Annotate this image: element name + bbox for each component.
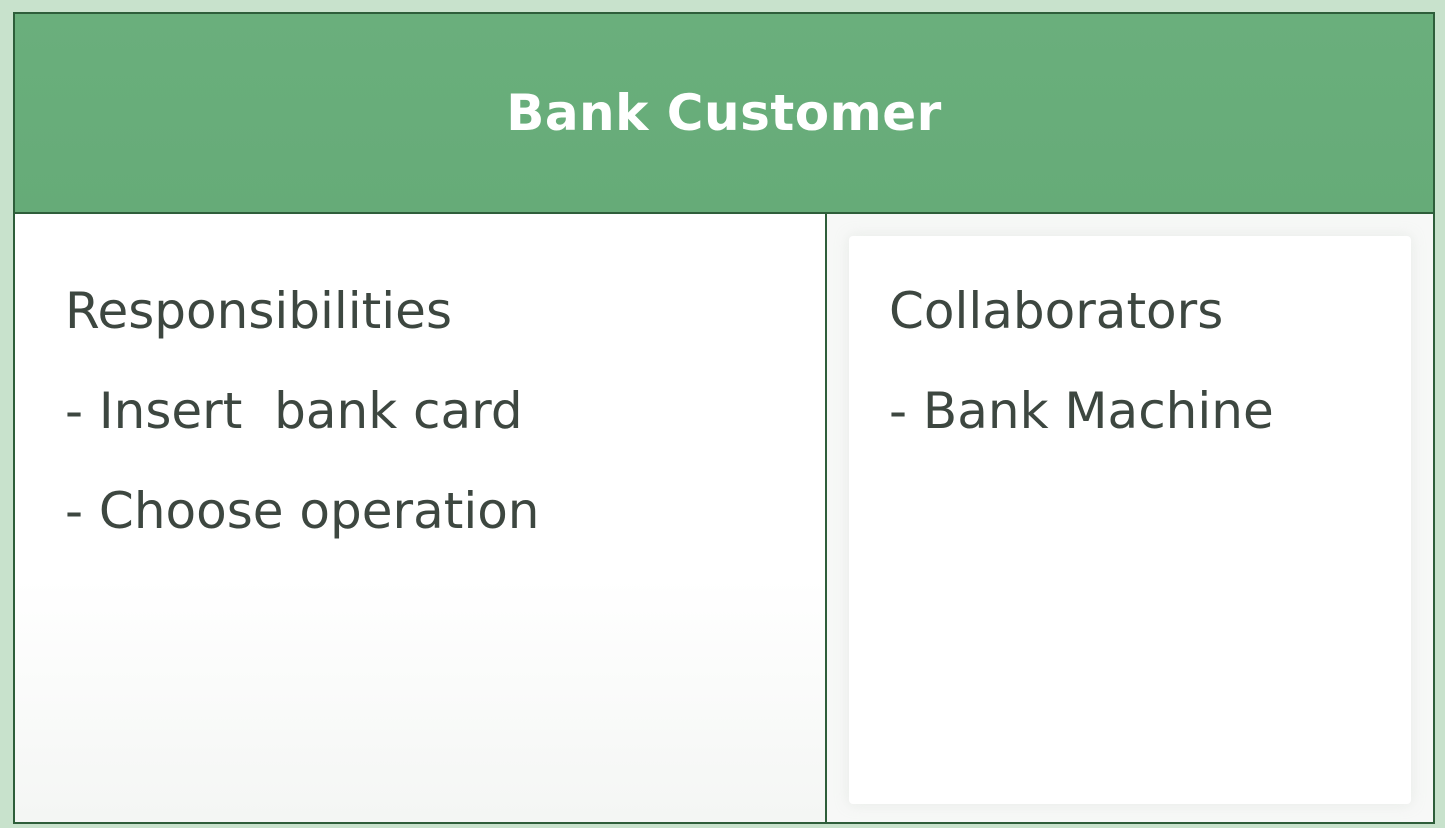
collaborators-heading: Collaborators bbox=[889, 282, 1224, 340]
card-header: Bank Customer bbox=[15, 14, 1433, 214]
collaborators-panel bbox=[849, 236, 1411, 804]
collaborator-item: - Bank Machine bbox=[889, 382, 1274, 440]
crc-card: Bank Customer Responsibilities - Insert … bbox=[13, 12, 1435, 824]
responsibilities-heading: Responsibilities bbox=[65, 282, 452, 340]
card-title: Bank Customer bbox=[506, 84, 942, 142]
responsibility-item: - Choose operation bbox=[65, 482, 540, 540]
responsibility-item: - Insert bank card bbox=[65, 382, 523, 440]
card-body: Responsibilities - Insert bank card - Ch… bbox=[15, 214, 1433, 822]
collaborators-column: Collaborators - Bank Machine bbox=[827, 214, 1433, 822]
responsibilities-column: Responsibilities - Insert bank card - Ch… bbox=[15, 214, 827, 822]
